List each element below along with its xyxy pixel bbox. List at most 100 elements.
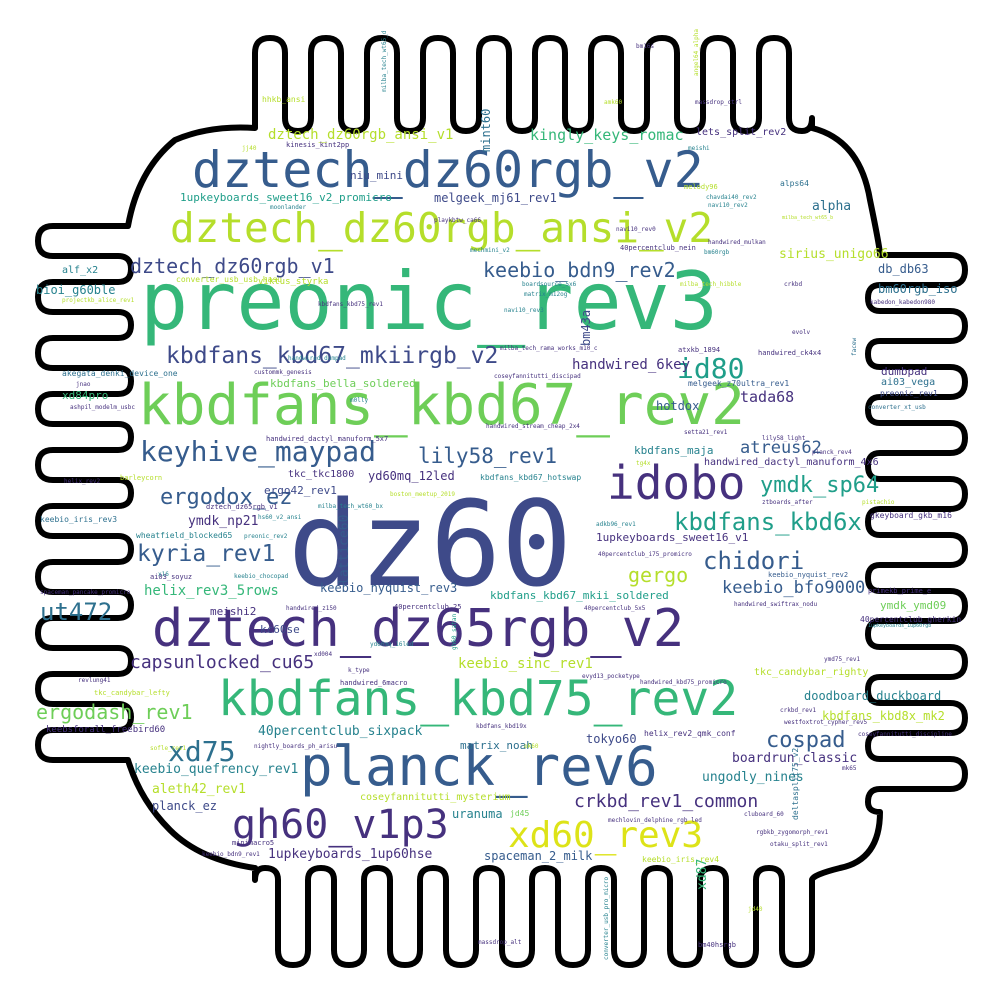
word-keyhive-maypad: keyhive_maypad bbox=[140, 435, 377, 468]
word-gkeyboard-gkb-m16: gkeyboard_gkb_m16 bbox=[870, 511, 952, 520]
word-niu-mini: niu_mini bbox=[350, 169, 403, 182]
word-alf-x2: alf_x2 bbox=[62, 265, 99, 276]
word-xd75: xd75 bbox=[168, 735, 236, 768]
word-kabedon-kabedon980: kabedon_kabedon980 bbox=[870, 299, 936, 306]
word-preonic-rev3: preonic_rev3 bbox=[140, 255, 718, 348]
word-keebio-bdn9-rev1: keebio_bdn9_rev1 bbox=[202, 851, 260, 858]
word-handwired-z150: handwired_z150 bbox=[286, 605, 337, 612]
word-db-db63: db_db63 bbox=[878, 262, 929, 276]
word-handwired-swiftrax-nodu: handwired_swiftrax_nodu bbox=[734, 601, 818, 608]
word-custommk-genesis: custommk_genesis bbox=[254, 369, 312, 376]
word-lets-split-rev2: lets_split_rev2 bbox=[696, 127, 787, 138]
word-ungodly-nines: ungodly_nines bbox=[702, 770, 804, 785]
word-massdrop-ctrl: massdrop_ctrl bbox=[695, 99, 742, 106]
word-jd40: jd40 bbox=[748, 906, 763, 913]
word-evyd13-pocketype: evyd13_pocketype bbox=[582, 673, 640, 680]
word-atxkb-1894: atxkb_1894 bbox=[678, 346, 721, 354]
word-keebio-iris-rev3: keebio_iris_rev3 bbox=[40, 515, 118, 524]
word-handwired-6macro: handwired_6macro bbox=[340, 679, 408, 687]
word-k-type: k_type bbox=[348, 667, 370, 674]
word-chidori: chidori bbox=[703, 547, 805, 575]
word-playkbtw-ca66: playkbtw_ca66 bbox=[434, 217, 481, 224]
word-keebio-chocopad: keebio_chocopad bbox=[234, 573, 289, 580]
word-doodboard-duckboard: doodboard_duckboard bbox=[804, 689, 942, 703]
word-boston-meetup-2019: boston_meetup_2019 bbox=[390, 491, 456, 498]
word-xd004: xd004 bbox=[314, 651, 333, 658]
word-massdrop-alt: massdrop_alt bbox=[478, 939, 522, 946]
word-keebio-bfo9000: keebio_bfo9000 bbox=[722, 578, 866, 598]
word-cluboard-60: cluboard_60 bbox=[744, 811, 784, 818]
word-tkc-candybar-righty: tkc_candybar_righty bbox=[754, 667, 869, 678]
word-primekb-prime-e: primekb_prime_e bbox=[868, 587, 932, 595]
word-dztech-dz60rgb-v2: dztech_dz60rgb_v2 bbox=[192, 141, 704, 199]
word-kbdfans-kbd19x: kbdfans_kbd19x bbox=[476, 723, 527, 730]
word-boardsource-5x6: boardsource_5x6 bbox=[522, 281, 577, 288]
word-kc60se: kc60se bbox=[260, 623, 300, 636]
word-planck-ez: planck_ez bbox=[152, 799, 218, 813]
word-evolv: evolv bbox=[792, 329, 811, 336]
word-boardrun-classic: boardrun_classic bbox=[732, 751, 858, 766]
word-projectkb-alice-rev1: projectkb_alice_rev1 bbox=[62, 297, 135, 304]
word-matrix-noah: matrix_noah bbox=[460, 739, 533, 752]
word-40percentclub-i75-promicro: 40percentclub_i75_promicro bbox=[598, 551, 692, 558]
word-minimacro5: minimacro5 bbox=[232, 839, 275, 847]
word-hhkb-ansi: hhkb_ansi bbox=[262, 95, 306, 104]
word-kbdfans-bella-soldered: kbdfans_bella_soldered bbox=[270, 377, 416, 390]
word-dztech-dz65rgb-v2: dztech_dz65rgb_v2 bbox=[152, 599, 685, 659]
word-keebio-bdn9-rev2: keebio_bdn9_rev2 bbox=[483, 258, 676, 282]
word-ymd75-rev1: ymd75_rev1 bbox=[824, 656, 861, 663]
word-handwired-ck4x4: handwired_ck4x4 bbox=[758, 349, 822, 357]
word-tada68: tada68 bbox=[740, 388, 795, 406]
word-uranuma: uranuma bbox=[452, 807, 503, 821]
word-handwired-dactyl-manuform-4x6: handwired_dactyl_manuform_4x6 bbox=[704, 457, 879, 468]
word-tkc-tkc1800: tkc_tkc1800 bbox=[288, 469, 355, 480]
word-40percentclub-gherkin: 40percentclub_gherkin bbox=[860, 615, 962, 624]
word-converter-usb-usb-hasu: converter_usb_usb_hasu bbox=[176, 275, 282, 284]
word-moonlander: moonlander bbox=[270, 204, 307, 211]
word-angel64-alpha: angel64_alpha bbox=[693, 29, 700, 76]
word-melody96: melody96 bbox=[684, 183, 718, 191]
word-helix-rev2: helix_rev2 bbox=[64, 478, 101, 485]
word-bm43a: bm43a bbox=[579, 309, 593, 346]
word-ymdk-ymd09: ymdk_ymd09 bbox=[880, 599, 947, 612]
word-converter-usb-pro-micro: converter_usb_pro_micro bbox=[603, 876, 610, 960]
word-ai03-vega: ai03_vega bbox=[881, 377, 936, 388]
word-cospad: cospad bbox=[766, 728, 846, 753]
word-keebio-quefrency-rev1: keebio_quefrency_rev1 bbox=[134, 762, 299, 777]
word-navi10-rev3: navi10_rev3 bbox=[504, 307, 544, 314]
word-bm60rgb-iso: bm60rgb_iso bbox=[878, 282, 958, 296]
word-tkc-candybar-lefty: tkc_candybar_lefty bbox=[94, 689, 170, 697]
word-dz60rgb-v1: dztech_dz60rgb_v1 bbox=[130, 254, 335, 278]
word-x16: x16 bbox=[158, 571, 169, 578]
word-spaceman-pancake-promicro: spaceman_pancake_promicro bbox=[40, 589, 131, 596]
word-milba-tech-wt65-b: milba_tech_wt65_b bbox=[782, 215, 834, 221]
word-navi10-rev0: navi10_rev0 bbox=[616, 226, 656, 233]
word-wheatfield-blocked65: wheatfield_blocked65 bbox=[136, 531, 233, 540]
word-ut472: ut472 bbox=[40, 598, 113, 626]
word-kbdfans-kbd67-hotswap: kbdfans_kbd67_hotswap bbox=[480, 473, 582, 482]
word-melgeek-mj61-rev1: melgeek_mj61_rev1 bbox=[434, 191, 557, 205]
word-rgbkb-zygomorph-rev1: rgbkb_zygomorph_rev1 bbox=[756, 829, 829, 836]
word-kbdfans-kbd75-rev2: kbdfans_kbd75_rev2 bbox=[218, 671, 739, 727]
word-kbdfans-kbd67-rev2: kbdfans_kbd67_rev2 bbox=[138, 373, 745, 438]
word-gergo: gergo bbox=[628, 563, 689, 587]
word-nightly-boards-ph-arisu: nightly_boards_ph_arisu bbox=[254, 743, 338, 750]
word-kinesis-kint2pp: kinesis_kint2pp bbox=[286, 141, 350, 149]
word-milba-tech-rama-works-m10-c: milba_tech_rama_works_m10_c bbox=[500, 345, 598, 352]
word-ztboards-after: ztboards_after bbox=[762, 499, 813, 506]
chip-outline-path bbox=[35, 35, 968, 968]
word-mk65: mk65 bbox=[842, 765, 857, 772]
word-akegata-denki-device-one: akegata_denki_device_one bbox=[62, 369, 178, 378]
word-40percentclub-25: 40percentclub_25 bbox=[394, 603, 462, 611]
word-ok60: ok60 bbox=[524, 743, 539, 750]
word-hotdox: hotdox bbox=[656, 399, 700, 413]
word-keebio-sinc-rev1: keebio_sinc_rev1 bbox=[458, 656, 593, 672]
word-yd60mq-16led: yd60mq_16led bbox=[370, 641, 414, 648]
word-alps64: alps64 bbox=[780, 179, 809, 188]
word-tg4x: tg4x bbox=[636, 460, 651, 467]
word-dztech-dz60rgb-ansi-v2: dztech_dz60rgb_ansi_v2 bbox=[170, 204, 714, 252]
word-handwired-stream-cheap-2x4: handwired_stream_cheap_2x4 bbox=[486, 423, 580, 430]
word-preonic-rev2: preonic_rev2 bbox=[244, 533, 288, 540]
